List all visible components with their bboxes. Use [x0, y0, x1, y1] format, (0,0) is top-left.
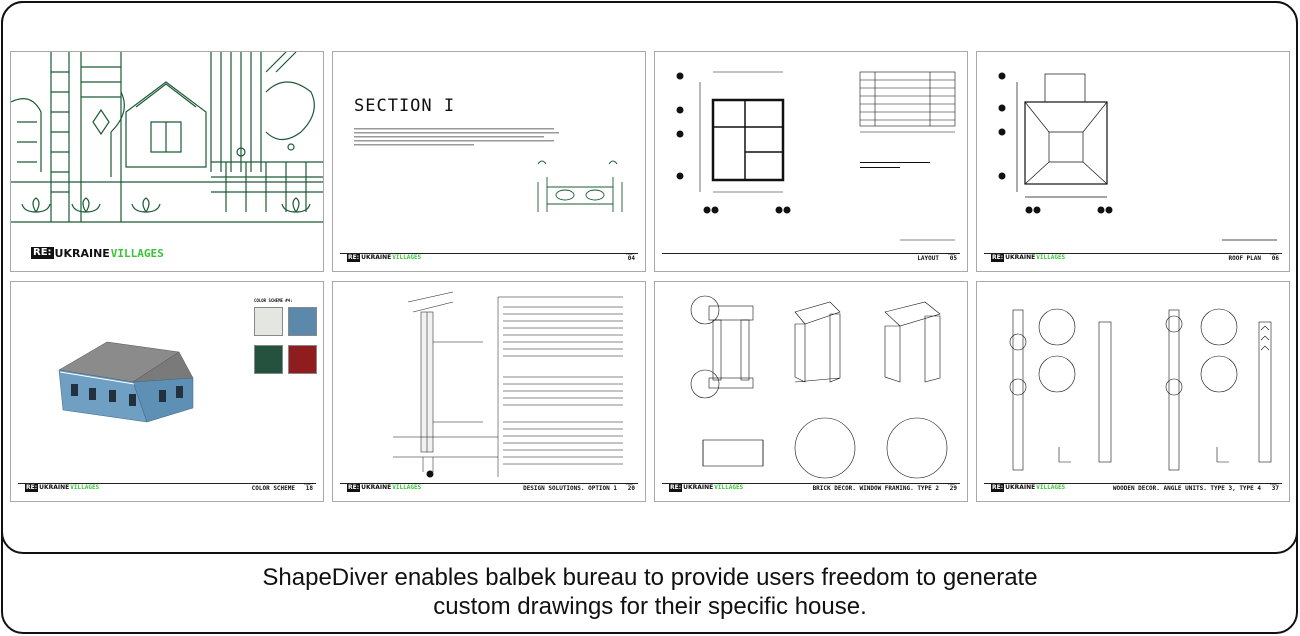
page-label: PAGE: [947, 252, 957, 256]
logo-word-ukraine: UKRAINE [1005, 254, 1036, 261]
brand-logo: RE: UKRAINE VILLAGES [31, 246, 164, 260]
sheet-footer [340, 483, 638, 494]
caption-line-2: custom drawings for their specific house… [433, 593, 867, 620]
sheet-title: DESIGN SOLUTIONS. OPTION 1 [523, 485, 617, 492]
sheet-number: 29 [949, 485, 957, 492]
sheet-number: 18 [305, 485, 313, 492]
sheet-title: ROOF PLAN [1228, 255, 1261, 262]
logo-word-ukraine: UKRAINE [683, 484, 714, 491]
sheet-number: 37 [1271, 485, 1279, 492]
logo-word-ukraine: UKRAINE [361, 254, 392, 261]
logo-word-villages: VILLAGES [70, 484, 100, 491]
page-label: PAGE: [303, 482, 313, 486]
sheet-roof-plan[interactable]: RE: UKRAINE VILLAGES PAGE: ROOF PLAN 06 [976, 51, 1290, 272]
logo-word-ukraine: UKRAINE [39, 484, 70, 491]
logo-word-ukraine: UKRAINE [1005, 484, 1036, 491]
sheet-number: 04 [627, 255, 635, 262]
sheet-section-i[interactable]: SECTION I RE: UKRAINE VILLAGES PAGE: 04 [332, 51, 646, 272]
brand-logo: RE: UKRAINE VILLAGES [669, 483, 743, 492]
sheet-cover[interactable]: RE: UKRAINE VILLAGES [10, 51, 324, 272]
fence-icon [354, 128, 623, 212]
sheet-footer [662, 253, 960, 264]
sheet-number: 06 [1271, 255, 1279, 262]
swatch-white [254, 307, 283, 336]
brand-logo: RE: UKRAINE VILLAGES [347, 483, 421, 492]
floor-plan-drawing [676, 71, 956, 241]
sheet-number: 20 [627, 485, 635, 492]
page-label: PAGE: [1269, 252, 1279, 256]
sheet-footer [662, 483, 960, 494]
brand-logo: RE: UKRAINE VILLAGES [991, 253, 1065, 262]
logo-word-villages: VILLAGES [392, 484, 422, 491]
sheet-design-solutions[interactable]: RE: UKRAINE VILLAGES PAGE: DESIGN SOLUTI… [332, 281, 646, 502]
logo-mark: RE: [669, 483, 683, 492]
house-3d-icon [58, 341, 194, 423]
brand-logo: RE: UKRAINE VILLAGES [25, 483, 99, 492]
logo-mark: RE: [991, 253, 1005, 262]
page-label: PAGE: [625, 252, 635, 256]
section-heading: SECTION I [354, 96, 456, 116]
logo-word-villages: VILLAGES [1036, 254, 1066, 261]
logo-word-villages: VILLAGES [392, 254, 422, 261]
caption: ShapeDiver enables balbek bureau to prov… [0, 563, 1300, 621]
sheet-layout[interactable]: PAGE: LAYOUT 05 [654, 51, 968, 272]
logo-word-villages: VILLAGES [1036, 484, 1066, 491]
swatch-green [254, 345, 283, 374]
brand-logo: RE: UKRAINE VILLAGES [347, 253, 421, 262]
logo-word-villages: VILLAGES [714, 484, 744, 491]
sheet-title: WOODEN DECOR. ANGLE UNITS. TYPE 3, TYPE … [1112, 485, 1261, 492]
logo-word-villages: VILLAGES [110, 246, 164, 260]
sheet-color-scheme[interactable]: COLOR SCHEME #4: RE: UKRAINE VILLAGES PA… [10, 281, 324, 502]
logo-word-ukraine: UKRAINE [54, 246, 110, 260]
sheet-title: BRICK DECOR. WINDOW FRAMING. TYPE 2 [812, 485, 939, 492]
sheet-wooden-decor[interactable]: RE: UKRAINE VILLAGES PAGE: WOODEN DECOR.… [976, 281, 1290, 502]
logo-word-ukraine: UKRAINE [361, 484, 392, 491]
swatch-red [288, 345, 317, 374]
logo-mark: RE: [347, 253, 361, 262]
sheet-footer [340, 253, 638, 264]
page-label: PAGE: [625, 482, 635, 486]
page-label: PAGE: [1269, 482, 1279, 486]
window-framing-drawing [690, 295, 948, 479]
wall-section-drawing [393, 291, 623, 478]
page-label: PAGE: [947, 482, 957, 486]
logo-mark: RE: [347, 483, 361, 492]
sheet-title: LAYOUT [917, 255, 939, 262]
logo-mark: RE: [31, 247, 54, 259]
sheet-footer [984, 253, 1282, 264]
ornament-icon [11, 52, 323, 223]
brand-logo: RE: UKRAINE VILLAGES [991, 483, 1065, 492]
sheet-number: 05 [949, 255, 957, 262]
sheet-title: COLOR SCHEME [251, 485, 295, 492]
sheet-brick-decor[interactable]: RE: UKRAINE VILLAGES PAGE: BRICK DECOR. … [654, 281, 968, 502]
sheet-footer [18, 483, 316, 494]
sheet-footer [984, 483, 1282, 494]
logo-mark: RE: [991, 483, 1005, 492]
caption-line-1: ShapeDiver enables balbek bureau to prov… [262, 564, 1038, 591]
logo-mark: RE: [25, 483, 39, 492]
scheme-label: COLOR SCHEME #4: [254, 298, 293, 303]
angle-units-drawing [1009, 308, 1272, 471]
roof-plan-drawing [998, 72, 1277, 241]
swatch-blue [288, 307, 317, 336]
